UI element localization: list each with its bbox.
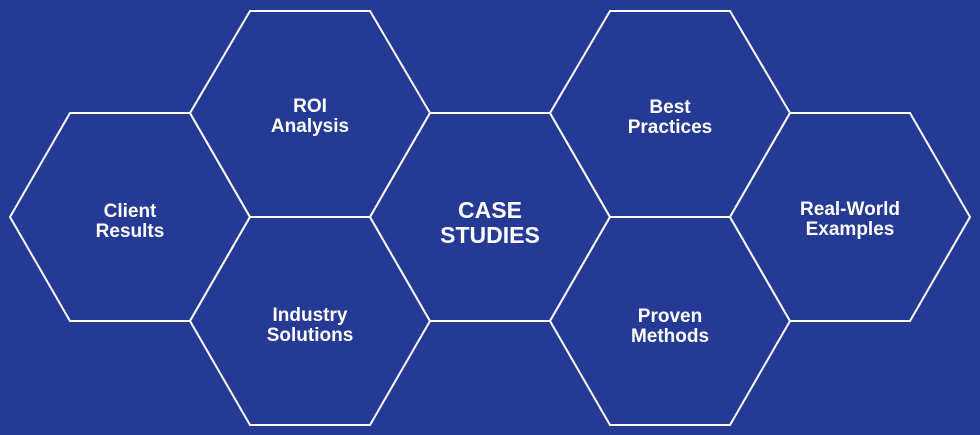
label-line: Industry (272, 305, 348, 326)
label-line: Real-World (800, 199, 900, 220)
label-line: Methods (630, 326, 710, 347)
label-line: Solutions (266, 325, 354, 346)
label-line: Analysis (270, 116, 350, 137)
label-line: Practices (627, 117, 713, 138)
label-line: Examples (805, 219, 895, 240)
label-line: STUDIES (440, 222, 540, 248)
label-line: Proven (637, 306, 703, 327)
label-line: Best (649, 97, 691, 118)
label-line: Client (103, 201, 157, 222)
label-line: Results (95, 221, 165, 242)
hexagon-real-world-examples (728, 112, 972, 322)
label-line: CASE (458, 197, 522, 223)
label-line: ROI (293, 96, 327, 117)
